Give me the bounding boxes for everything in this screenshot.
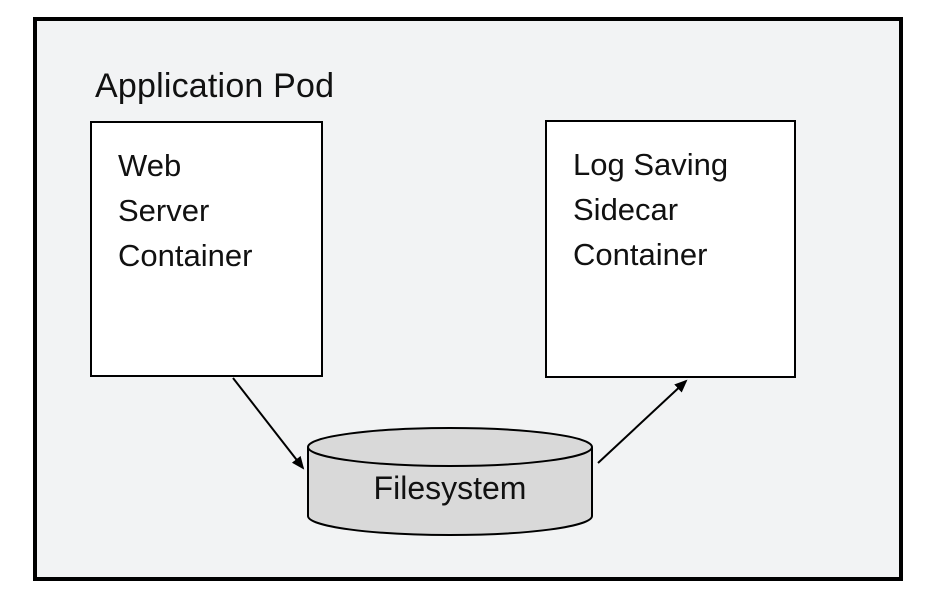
log-sidecar-container-node: Log Saving Sidecar Container xyxy=(545,120,796,378)
web-server-label-line-3: Container xyxy=(118,238,253,273)
web-server-label-line-2: Server xyxy=(118,193,210,228)
log-sidecar-label-line-1: Log Saving xyxy=(573,147,729,182)
log-sidecar-label-line-2: Sidecar xyxy=(573,192,679,227)
filesystem-label: Filesystem xyxy=(373,470,527,506)
web-server-container-node: Web Server Container xyxy=(90,121,323,377)
web-server-label-line-1: Web xyxy=(118,148,182,183)
log-sidecar-label-line-3: Container xyxy=(573,237,708,272)
pod-title: Application Pod xyxy=(95,67,335,105)
